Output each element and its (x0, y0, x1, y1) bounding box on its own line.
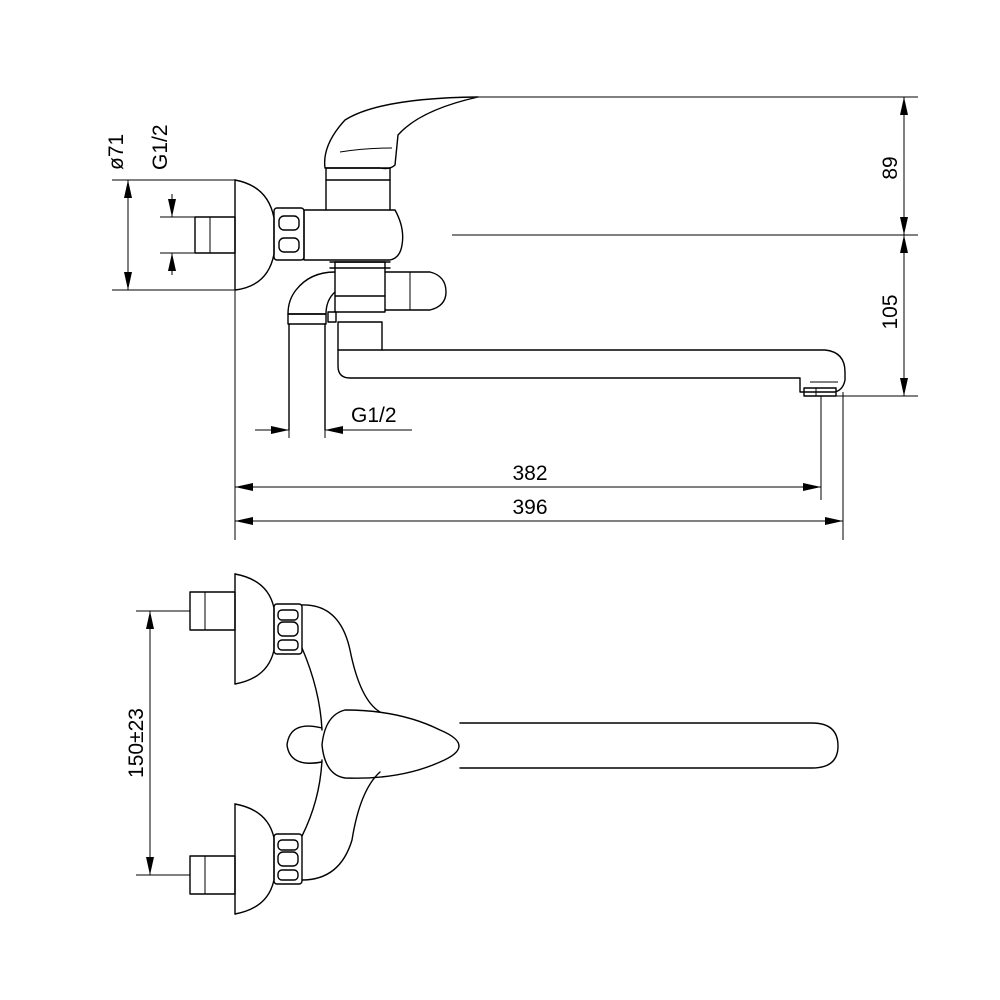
mixer-body-top (286, 604, 381, 881)
dimension-382-label: 382 (512, 462, 547, 485)
dimension-396: 396 (235, 496, 843, 525)
lever-handle (323, 96, 479, 170)
shower-elbow (287, 271, 336, 431)
mixer-body (303, 167, 404, 261)
dimension-inlet-thread: G1/2 (149, 124, 176, 275)
dimension-382: 382 (235, 462, 821, 491)
wall-flange (194, 179, 275, 291)
dimension-outlet-thread: G1/2 (255, 404, 412, 434)
top-view: 150±23 (125, 573, 839, 915)
dimension-89-label: 89 (879, 156, 902, 179)
dimension-396-label: 396 (512, 496, 547, 519)
side-view: ø71 G1/2 89 105 (105, 96, 918, 540)
spout-top (459, 722, 839, 769)
connection-nut (273, 207, 305, 261)
lever-top (321, 709, 460, 779)
dimension-diameter: ø71 (105, 134, 132, 290)
upper-eccentric (189, 573, 303, 685)
dimension-spacing-label: 150±23 (125, 708, 148, 778)
swivel-spout (337, 321, 846, 397)
dimension-inlet-thread-label: G1/2 (149, 124, 172, 170)
diverter-block (327, 261, 447, 323)
lower-eccentric (189, 803, 303, 915)
dimension-diameter-label: ø71 (105, 134, 128, 170)
extension-lines (112, 96, 918, 540)
dimension-outlet-thread-label: G1/2 (351, 404, 397, 427)
dimension-105-label: 105 (879, 294, 902, 329)
dimension-105: 105 (879, 235, 908, 396)
dimension-89: 89 (879, 97, 908, 235)
dimension-spacing: 150±23 (125, 610, 190, 876)
